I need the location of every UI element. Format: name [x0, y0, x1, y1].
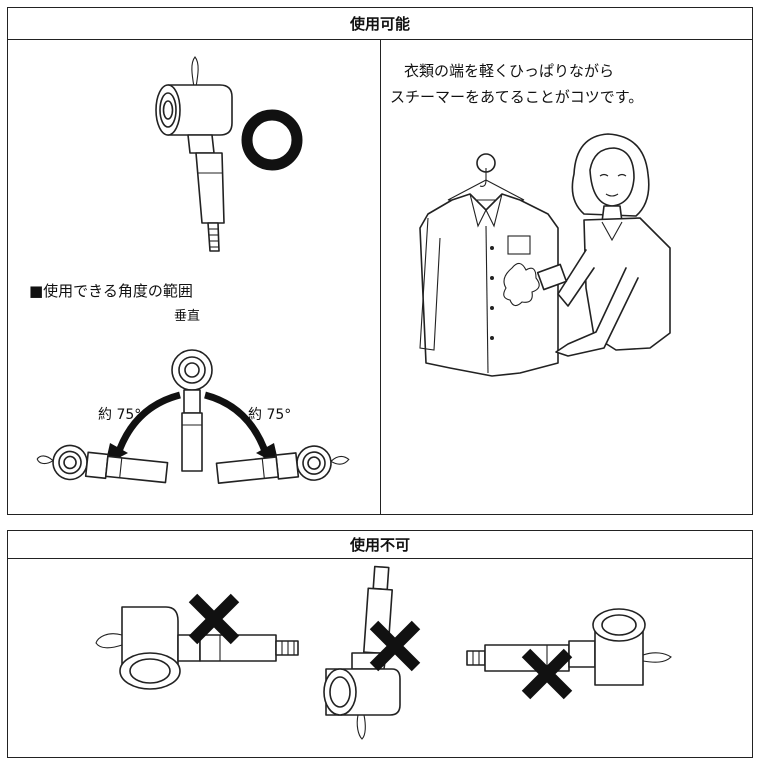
ng-steamer-sideways-illustration — [95, 606, 299, 690]
steamer-upright-illustration — [155, 56, 233, 252]
unusable-header: 使用不可 — [8, 531, 752, 559]
cross-ng-icon — [369, 620, 421, 672]
tip-line-1: 衣類の端を軽くひっぱりながら — [404, 62, 615, 80]
usable-header: 使用可能 — [8, 8, 752, 40]
left-angle-label: 約 75° — [98, 407, 142, 423]
usable-section: 使用可能 — [7, 7, 753, 515]
circle-ok-icon — [241, 109, 303, 171]
vertical-label: 垂直 — [174, 309, 201, 324]
angle-section-title: ■使用できる角度の範囲 — [29, 282, 193, 300]
tip-line-2: スチーマーをあてることがコツです。 — [390, 88, 644, 106]
cross-ng-icon — [188, 593, 240, 645]
angle-range-diagram — [36, 349, 350, 484]
usable-divider — [380, 39, 381, 514]
woman-steaming-shirt-illustration — [419, 133, 671, 377]
cross-ng-icon — [521, 648, 573, 700]
right-angle-label: 約 75° — [248, 407, 292, 423]
unusable-section: 使用不可 — [7, 530, 753, 758]
